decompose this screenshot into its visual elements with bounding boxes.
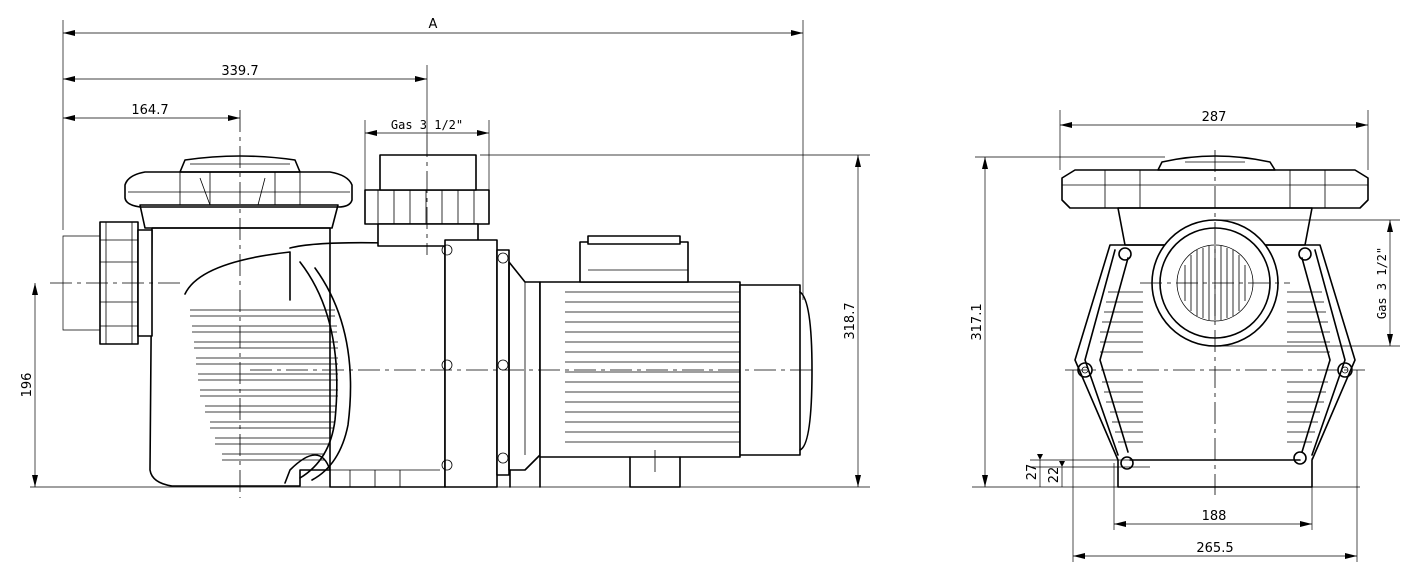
side-view: A 339.7 164.7 Gas 3 1/2" 318.7 196 [20,17,870,498]
left-leg-ribs [1084,249,1143,456]
dim-total-height-front: 317.1 [970,303,985,340]
dim-foot-height-22: 22 [1047,467,1062,484]
motor-fins [565,291,740,443]
dim-foot-width: 265.5 [1196,541,1233,556]
dim-inlet-axis-height: 196 [20,373,35,398]
dim-foot-hole-spacing: 188 [1202,509,1227,524]
dim-total-width-front: 287 [1202,110,1227,125]
dim-overall-length: A [429,17,438,32]
dim-outlet-connection: Gas 3 1/2" [391,118,463,132]
dim-inlet-connection-front: Gas 3 1/2" [1375,247,1389,319]
dim-inlet-to-outlet: 339.7 [221,64,258,79]
dim-inlet-to-basket: 164.7 [131,103,168,118]
front-view: 287 317.1 Gas 3 1/2" 27 22 188 [970,110,1400,562]
right-leg-ribs [1287,249,1346,456]
dim-foot-height-27: 27 [1025,464,1040,481]
casing-fins [190,261,352,481]
dim-total-height-side: 318.7 [843,302,858,339]
